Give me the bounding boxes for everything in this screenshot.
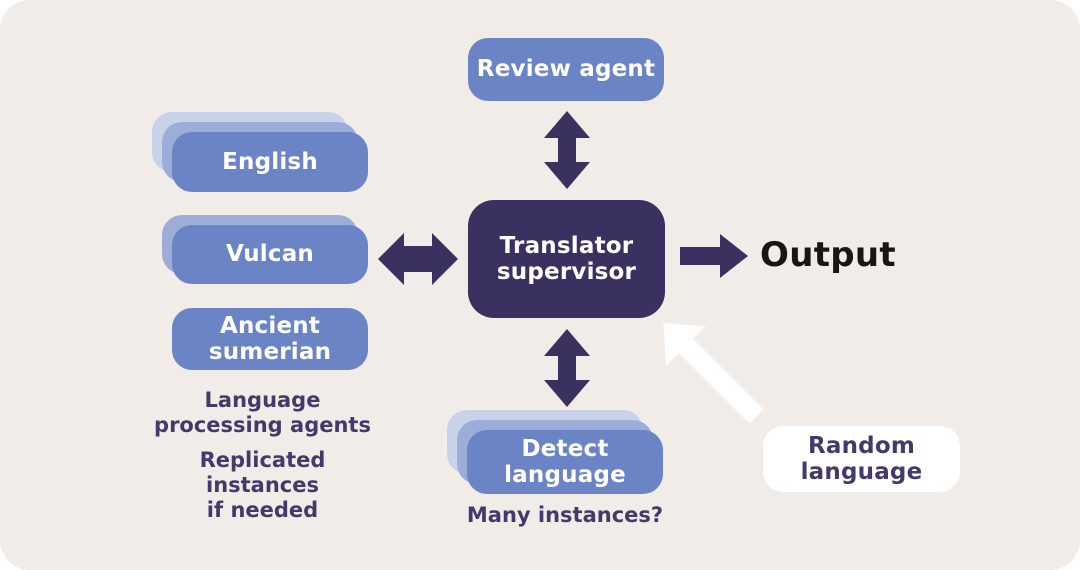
output-label: Output [760, 235, 896, 275]
node-review-agent: Review agent [468, 38, 664, 101]
right-arrow-icon [680, 234, 748, 278]
node-translator-supervisor: Translator supervisor [468, 200, 665, 318]
node-detect-language: Detect language [467, 430, 663, 494]
node-vulcan: Vulcan [172, 225, 368, 284]
caption-line: if needed [206, 497, 319, 522]
bidirectional-horizontal-arrow-icon [378, 233, 458, 285]
node-label-line: Ancient [219, 312, 321, 339]
caption-line: Replicated instances [199, 448, 326, 497]
node-label: Review agent [476, 56, 656, 83]
node-label-line: language [504, 462, 626, 488]
node-label: English [222, 148, 318, 175]
caption-many-instances: Many instances? [466, 503, 664, 527]
node-label-line: supervisor [496, 259, 637, 285]
node-label-line: Random [807, 432, 916, 459]
caption-replicated-instances: Replicated instances if needed [140, 448, 385, 522]
caption-line: processing agents [154, 412, 371, 437]
node-label-line: sumerian [208, 339, 332, 365]
up-left-white-arrow-icon [644, 304, 777, 437]
node-label: Vulcan [226, 241, 314, 268]
caption-language-processing-agents: Language processing agents [140, 388, 385, 438]
node-random-language: Random language [763, 426, 960, 492]
node-label-line: language [800, 459, 923, 485]
node-label-line: Translator [499, 232, 634, 259]
bidirectional-vertical-arrow-icon [544, 111, 590, 189]
node-label-line: Detect [521, 435, 609, 462]
bidirectional-vertical-arrow-icon [544, 329, 590, 407]
caption-line: Language [204, 388, 321, 412]
node-ancient-sumerian: Ancient sumerian [172, 308, 368, 370]
node-english: English [172, 132, 368, 192]
